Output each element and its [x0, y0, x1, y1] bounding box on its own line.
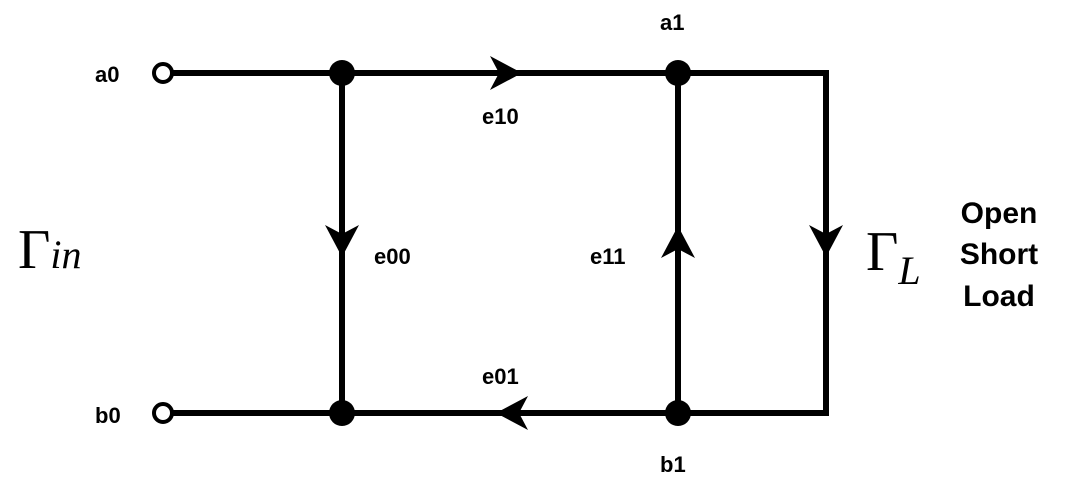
branch-label-e01: e01: [482, 364, 519, 389]
load-option-open: Open: [961, 197, 1038, 230]
branch-label-e11: e11: [590, 244, 626, 269]
b0-terminal: [152, 402, 174, 424]
branch-label-e10: e10: [482, 104, 519, 129]
load-option-load: Load: [963, 280, 1035, 313]
load-option-short: Short: [960, 238, 1038, 271]
gamma-in-symbol: Γ: [18, 219, 50, 281]
junction-dot: [329, 400, 355, 426]
node-label-b0: b0: [95, 403, 121, 428]
node-label-b1: b1: [660, 452, 686, 477]
e11-arrow: [661, 226, 695, 258]
junction-dot: [329, 60, 355, 86]
e00-arrow: [325, 225, 359, 257]
gamma-l-subscript: L: [897, 248, 920, 293]
node-label-a0: a0: [95, 62, 119, 87]
junction-dot: [665, 60, 691, 86]
gamma-l-symbol: Γ: [866, 221, 898, 283]
branch-label-e00: e00: [374, 244, 411, 269]
a0-terminal: [152, 62, 174, 84]
junction-dot: [665, 400, 691, 426]
e10-arrow: [490, 56, 522, 90]
gamma-l-label: ΓL: [866, 221, 921, 293]
node-label-a1: a1: [660, 10, 684, 35]
gamma-l-arrow: [809, 225, 843, 257]
e01-arrow: [496, 396, 528, 430]
gamma-in-subscript: in: [50, 232, 81, 277]
gamma-in-label: Γin: [18, 219, 82, 281]
